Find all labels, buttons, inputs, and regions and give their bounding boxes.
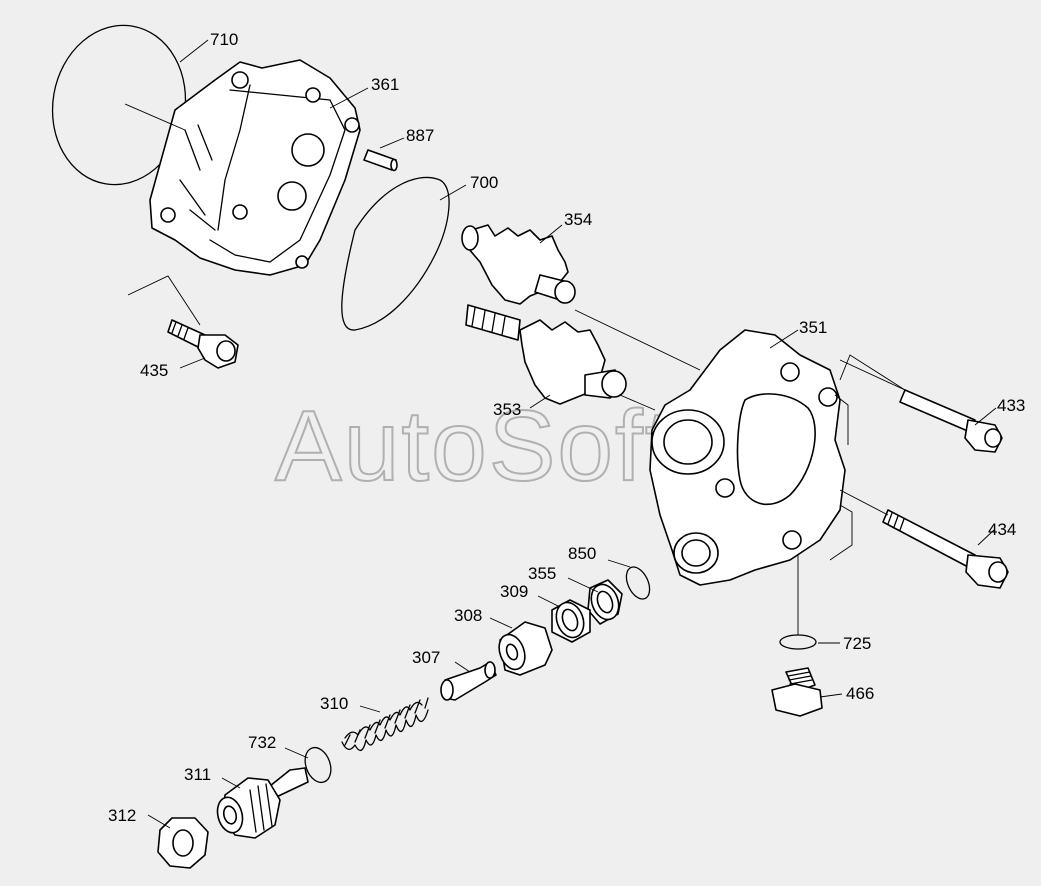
label-434: 434	[988, 520, 1016, 539]
part-351-pump-body[interactable]	[649, 329, 846, 586]
part-354-driven-gear[interactable]	[461, 224, 576, 305]
label-309: 309	[500, 582, 528, 601]
label-732: 732	[248, 733, 276, 752]
label-311: 311	[184, 765, 211, 784]
label-312: 312	[108, 806, 136, 825]
label-700: 700	[470, 173, 498, 192]
part-887-dowel-pin[interactable]	[363, 149, 398, 172]
part-434-bolt[interactable]	[882, 509, 1009, 589]
label-466: 466	[846, 684, 874, 703]
part-307-valve[interactable]	[440, 661, 497, 701]
label-725: 725	[843, 634, 871, 653]
label-307: 307	[412, 648, 440, 667]
watermark-text: AutoSoft	[275, 390, 675, 502]
label-308: 308	[454, 606, 482, 625]
label-353: 353	[493, 400, 521, 419]
label-354: 354	[564, 210, 592, 229]
part-355-bearing[interactable]	[587, 579, 624, 625]
part-labels: 710 361 887 700 354 351 433 435 353 434 …	[108, 30, 1025, 825]
part-725-o-ring[interactable]	[779, 634, 817, 650]
part-700-gasket[interactable]	[341, 176, 450, 331]
part-435-bolt[interactable]	[167, 319, 239, 369]
part-361-pump-cover[interactable]	[149, 59, 361, 276]
part-732-o-ring[interactable]	[301, 744, 336, 786]
part-310-spring[interactable]	[341, 697, 429, 752]
label-433: 433	[997, 396, 1025, 415]
label-351: 351	[799, 318, 827, 337]
label-355: 355	[528, 564, 556, 583]
part-308-piston[interactable]	[495, 621, 553, 676]
part-850-circlip[interactable]	[622, 563, 654, 602]
label-850: 850	[568, 544, 596, 563]
part-466-drain-plug[interactable]	[771, 667, 823, 717]
label-887: 887	[406, 126, 434, 145]
label-361: 361	[371, 75, 399, 94]
label-435: 435	[140, 361, 168, 380]
leader-lines	[124, 39, 997, 829]
part-309-sleeve[interactable]	[551, 599, 591, 643]
part-312-hex-nut[interactable]	[157, 817, 209, 869]
part-433-bolt[interactable]	[899, 389, 1003, 453]
part-311-adjuster-plug[interactable]	[214, 767, 309, 839]
label-710: 710	[210, 30, 238, 49]
label-310: 310	[320, 694, 348, 713]
part-353-drive-gear-shaft[interactable]	[465, 304, 627, 405]
